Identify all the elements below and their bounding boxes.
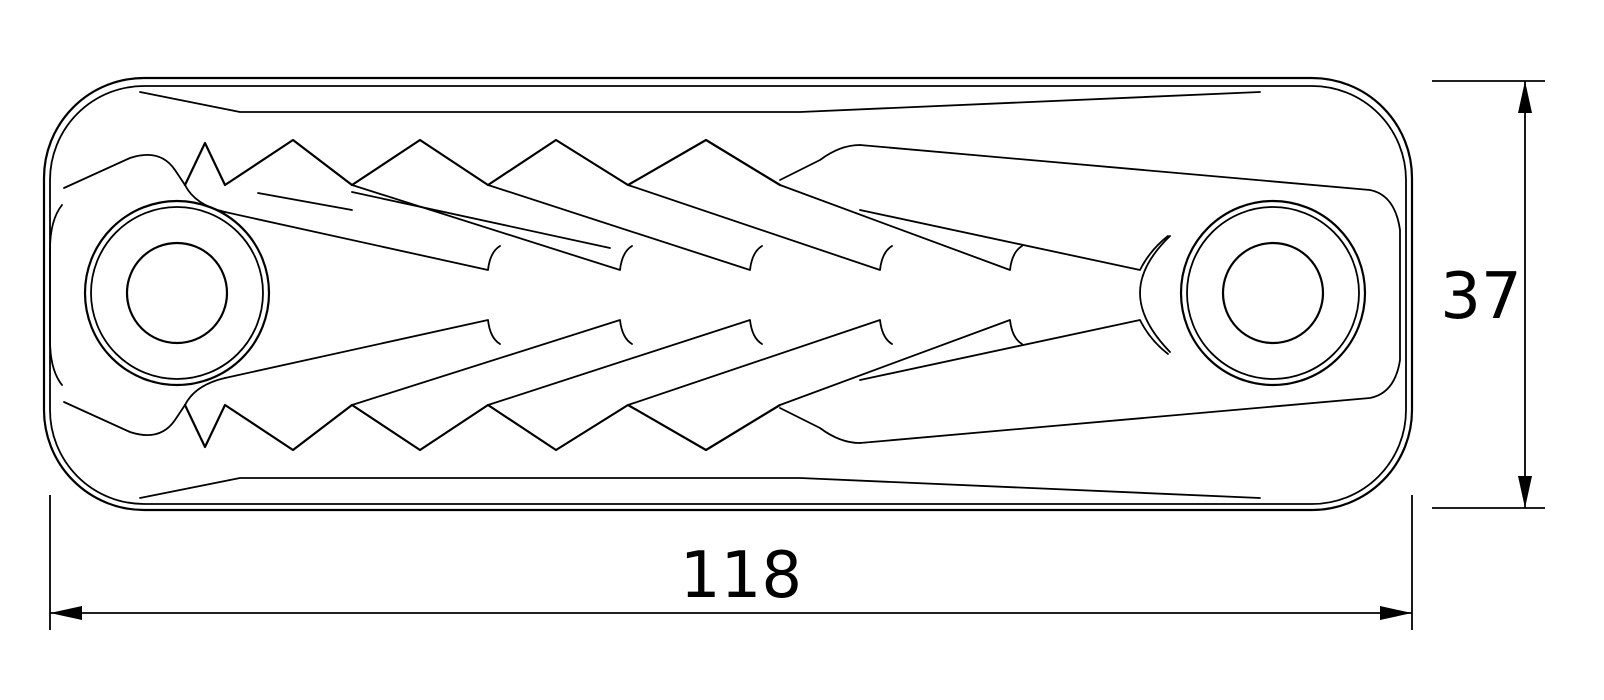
width-dimension: 118 [49, 495, 1413, 630]
left-end-boss [49, 154, 186, 436]
width-arrow-left [50, 606, 82, 620]
right-mounting-hole [1139, 199, 1367, 387]
height-arrow-bottom [1518, 476, 1532, 508]
width-dimension-label: 118 [680, 539, 802, 613]
width-arrow-right [1380, 606, 1412, 620]
right-end-boss [779, 144, 1401, 444]
upper-teeth [183, 138, 782, 213]
height-arrow-top [1518, 81, 1532, 113]
lower-ridges [224, 319, 1169, 406]
part-outline [42, 76, 1414, 512]
left-mounting-hole [83, 199, 271, 387]
height-dimension: 37 [1432, 80, 1545, 509]
edge-tapers [139, 91, 1261, 499]
height-dimension-label: 37 [1440, 260, 1521, 334]
lower-teeth [183, 377, 782, 452]
upper-ridges [224, 184, 1169, 271]
